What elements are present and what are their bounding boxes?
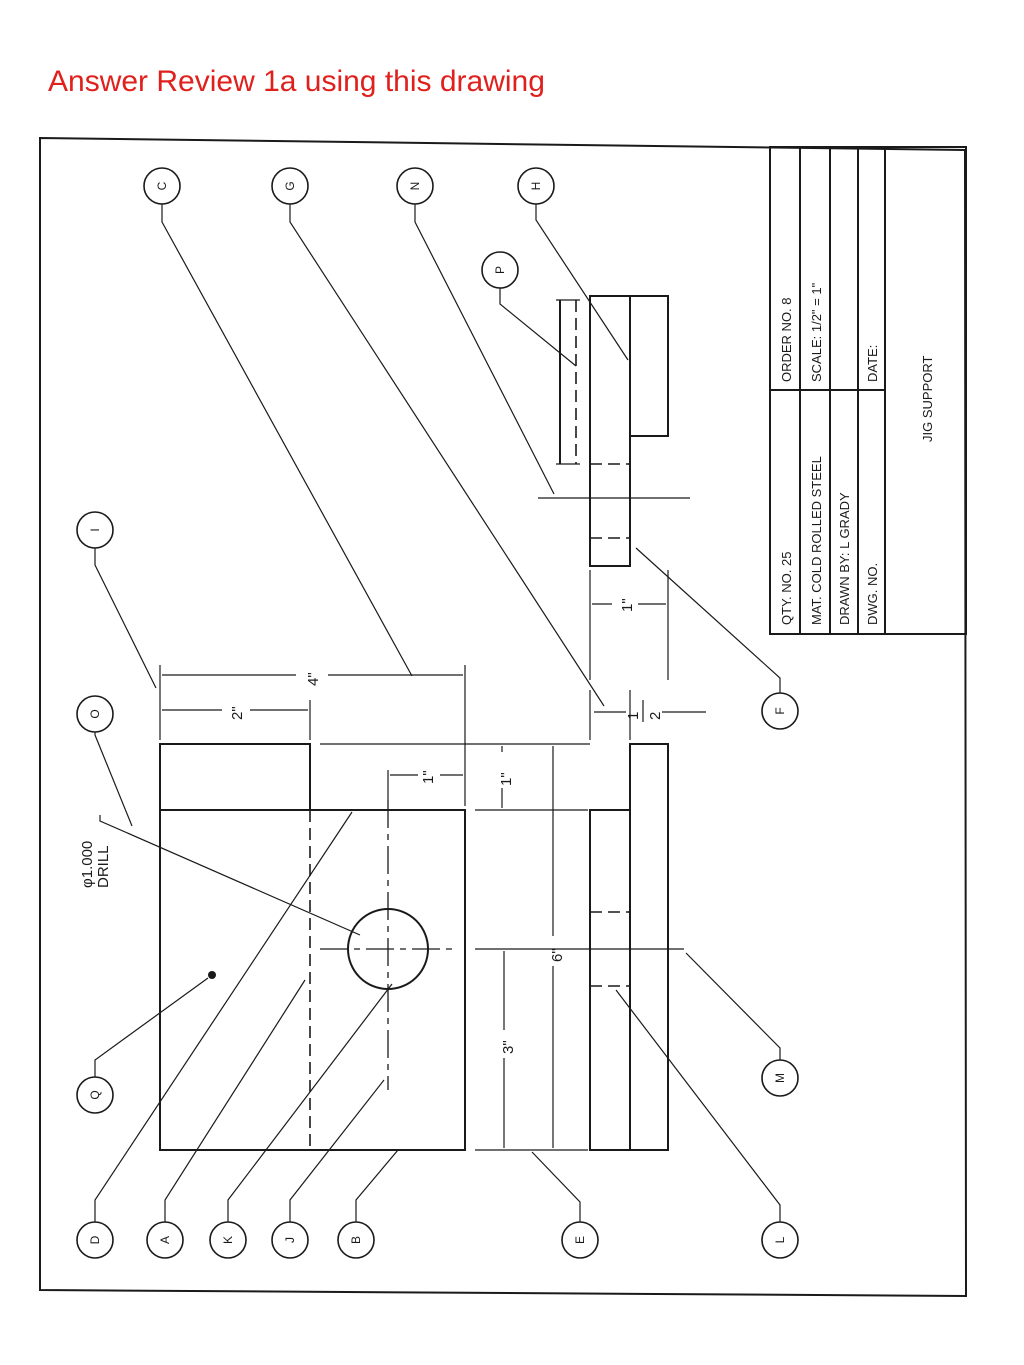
svg-text:J: J xyxy=(283,1237,297,1243)
svg-text:I: I xyxy=(88,528,102,531)
dimension-lines xyxy=(159,570,706,1151)
callout-P: P xyxy=(481,251,519,289)
callout-C: C xyxy=(143,167,181,205)
callout-F: F xyxy=(761,692,799,730)
callout-A: A xyxy=(146,1221,184,1259)
material-text: MAT. COLD ROLLED STEEL xyxy=(809,456,824,625)
dimension-6in: 6" xyxy=(549,948,566,962)
dimension-1in-f: 1" xyxy=(619,598,636,612)
svg-text:N: N xyxy=(408,182,422,191)
svg-text:Q: Q xyxy=(88,1090,102,1099)
drawing-border xyxy=(39,136,968,1298)
svg-text:K: K xyxy=(221,1236,235,1244)
dimension-1in-side: 1" xyxy=(498,772,515,786)
dimension-1in-top: 1" xyxy=(420,770,437,784)
dimension-half-denominator: 2 xyxy=(647,712,664,720)
callout-I: I xyxy=(76,511,114,549)
svg-text:G: G xyxy=(283,181,297,190)
dimension-3in: 3" xyxy=(500,1040,517,1054)
callout-L: L xyxy=(761,1221,799,1259)
part-name-text: JIG SUPPORT xyxy=(920,355,935,442)
title-block: QTY. NO. 25 MAT. COLD ROLLED STEEL DRAWN… xyxy=(769,146,967,635)
drill-note-line1: φ1.000 xyxy=(79,841,96,888)
callout-Q: Q xyxy=(76,1076,114,1114)
callout-O: O xyxy=(76,695,114,733)
qty-text: QTY. NO. 25 xyxy=(779,552,794,625)
svg-text:P: P xyxy=(493,266,507,274)
drill-note-line2: DRILL xyxy=(95,845,112,888)
date-text: DATE: xyxy=(865,345,880,382)
callout-J: J xyxy=(271,1221,309,1259)
svg-text:D: D xyxy=(88,1235,102,1244)
order-text: ORDER NO. 8 xyxy=(779,297,794,382)
callout-H: H xyxy=(517,167,555,205)
end-view xyxy=(538,295,690,567)
side-view xyxy=(589,743,669,1151)
callout-E: E xyxy=(561,1221,599,1259)
scale-text: SCALE: 1/2" = 1" xyxy=(809,282,824,382)
dwg-no-text: DWG. NO. xyxy=(865,563,880,625)
svg-text:L: L xyxy=(773,1236,787,1243)
svg-text:A: A xyxy=(158,1236,172,1244)
svg-text:O: O xyxy=(88,709,102,718)
dimension-4in: 4" xyxy=(305,672,322,686)
callout-N: N xyxy=(396,167,434,205)
dimension-2in: 2" xyxy=(229,706,246,720)
callout-B: B xyxy=(337,1221,375,1259)
drawn-by-text: DRAWN BY: L GRADY xyxy=(837,492,852,625)
callout-M: M xyxy=(761,1059,799,1097)
page-title: Answer Review 1a using this drawing xyxy=(48,65,545,98)
surface-point xyxy=(208,971,216,979)
dimension-half-numerator: 1 xyxy=(625,712,642,720)
svg-text:F: F xyxy=(773,707,787,714)
svg-text:C: C xyxy=(155,181,169,190)
svg-text:M: M xyxy=(773,1073,787,1083)
callout-G: G xyxy=(271,167,309,205)
leader-lines xyxy=(94,204,781,1222)
svg-text:E: E xyxy=(573,1236,587,1244)
svg-text:H: H xyxy=(529,182,543,191)
callout-K: K xyxy=(209,1221,247,1259)
svg-text:B: B xyxy=(349,1236,363,1244)
callout-D: D xyxy=(76,1221,114,1259)
